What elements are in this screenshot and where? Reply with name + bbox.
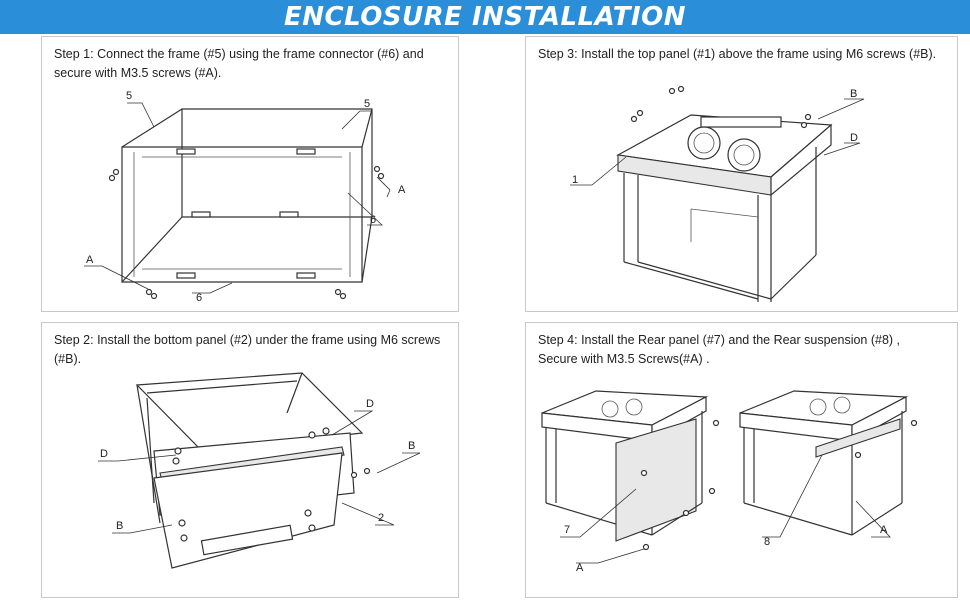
callout-label: 6: [196, 292, 202, 304]
frame-illustration: [108, 108, 385, 300]
step-1-diagram: 5 5 A 6 A 6: [84, 90, 406, 304]
callout-label: D: [366, 398, 374, 410]
screw-icon: [108, 165, 385, 300]
callout-label: 5: [364, 98, 370, 110]
callout-label: D: [850, 132, 858, 144]
callout-label: A: [398, 184, 406, 196]
page-title: ENCLOSURE INSTALLATION: [283, 2, 687, 32]
callout-label: 5: [126, 90, 132, 102]
callout-label: B: [116, 520, 123, 532]
callout-label: B: [408, 440, 415, 452]
callout-label: A: [86, 254, 94, 266]
callout-label: 6: [370, 214, 376, 226]
step-3-instructions: Step 3: Install the top panel (#1) above…: [538, 47, 937, 61]
cabinet-illustration-left: [541, 390, 709, 542]
cabinet-illustration-right: [739, 390, 909, 536]
callout-label: A: [576, 562, 584, 574]
screw-icon: [640, 419, 918, 551]
step-3-diagram: B D 1: [570, 85, 865, 302]
callout-label: 8: [764, 536, 770, 548]
step-2-instructions: Step 2: Install the bottom panel (#2) un…: [54, 333, 441, 366]
callout-label: 1: [572, 174, 578, 186]
callout-label: D: [100, 448, 108, 460]
callout-label: A: [880, 524, 888, 536]
step-1-instructions: Step 1: Connect the frame (#5) using the…: [54, 47, 424, 80]
step-4-panel: 7 A 8 A Step 4: Install the Rear panel (…: [525, 322, 958, 598]
frame-illustration: [616, 85, 833, 302]
frame-illustration: [135, 372, 371, 569]
callout-label: 7: [564, 524, 570, 536]
title-banner: ENCLOSURE INSTALLATION: [0, 0, 970, 34]
step-4-instructions: Step 4: Install the Rear panel (#7) and …: [538, 333, 901, 366]
step-2-panel: D D B B 2 Step 2: Install the bottom pan…: [41, 322, 459, 598]
step-2-diagram: D D B B 2: [98, 372, 421, 569]
callout-label: 2: [378, 512, 384, 524]
step-4-diagram: 7 A 8 A: [541, 390, 918, 574]
step-1-panel: 5 5 A 6 A 6 Step 1: Connect the frame (#…: [41, 36, 459, 312]
step-3-panel: B D 1 Step 3: Install the top panel (#1)…: [525, 36, 958, 312]
screw-icon: [172, 427, 371, 542]
callout-label: B: [850, 88, 857, 100]
screw-icon: [630, 85, 812, 129]
